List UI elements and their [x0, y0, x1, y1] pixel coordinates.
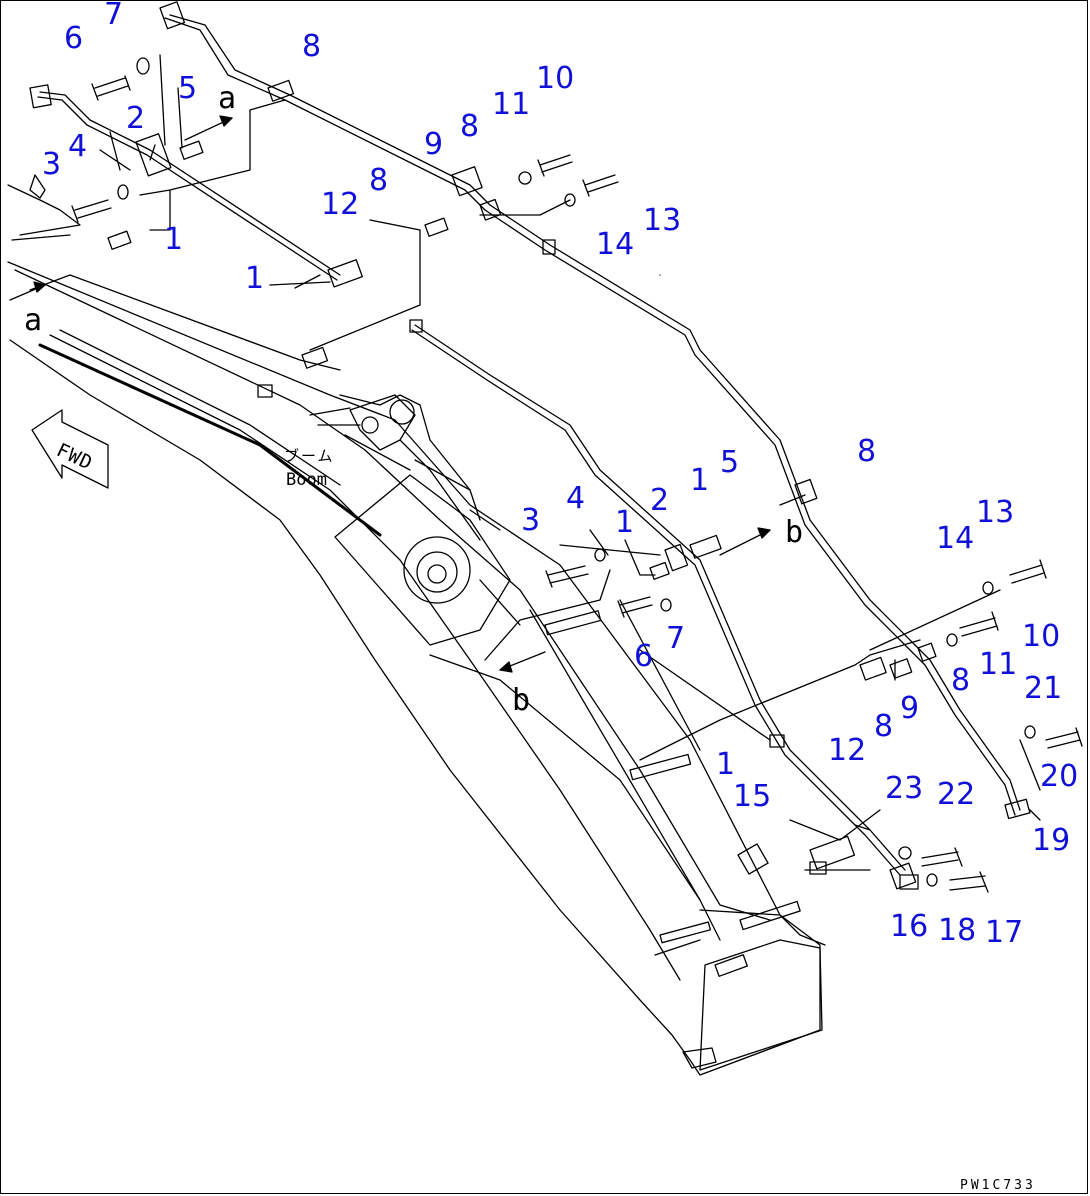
part-label-13: 13	[976, 495, 1015, 530]
drawing-code: PW1C733	[960, 1178, 1036, 1193]
hydraulic-tube-upper	[159, 1, 1031, 820]
view-marker-a: a	[218, 81, 237, 116]
part-label-7: 7	[666, 621, 686, 656]
part-label-13: 13	[643, 203, 682, 238]
part-label-7: 7	[104, 0, 124, 32]
view-marker-a: a	[24, 303, 43, 338]
part-label-20: 20	[1040, 759, 1079, 794]
part-label-3: 3	[42, 147, 62, 182]
boom-body	[7, 261, 826, 1076]
clamp-assemblies	[71, 54, 1083, 893]
part-label-8: 8	[857, 434, 877, 469]
part-label-10: 10	[536, 61, 575, 96]
part-label-1: 1	[245, 261, 265, 296]
part-label-19: 19	[1032, 823, 1071, 858]
part-label-6: 6	[634, 639, 654, 674]
part-label-15: 15	[733, 779, 772, 814]
part-label-1: 1	[615, 505, 635, 540]
part-label-1: 1	[716, 747, 736, 782]
part-label-4: 4	[68, 129, 88, 164]
part-label-5: 5	[720, 445, 740, 480]
hydraulic-tube-lower	[29, 84, 917, 890]
component-label-jp: ブーム	[284, 447, 335, 465]
part-label-16: 16	[890, 909, 929, 944]
view-arrows	[9, 115, 771, 673]
part-label-8: 8	[874, 709, 894, 744]
part-label-3: 3	[521, 503, 541, 538]
fwd-arrow-outline	[31, 409, 109, 489]
part-label-18: 18	[938, 913, 977, 948]
part-label-8: 8	[369, 163, 389, 198]
part-label-9: 9	[900, 691, 920, 726]
part-label-6: 6	[64, 21, 84, 56]
part-label-12: 12	[828, 733, 867, 768]
part-label-8: 8	[302, 29, 322, 64]
part-label-22: 22	[937, 777, 976, 812]
part-label-21: 21	[1024, 671, 1063, 706]
component-label-en: Boom	[286, 470, 327, 490]
part-label-14: 14	[936, 521, 975, 556]
part-label-8: 8	[460, 109, 480, 144]
part-label-2: 2	[126, 101, 146, 136]
grease-line	[7, 174, 341, 371]
part-label-10: 10	[1022, 619, 1061, 654]
part-label-5: 5	[178, 71, 198, 106]
part-label-12: 12	[321, 187, 360, 222]
part-label-1: 1	[690, 463, 710, 498]
part-label-14: 14	[596, 227, 635, 262]
part-label-2: 2	[650, 483, 670, 518]
part-label-17: 17	[985, 915, 1024, 950]
part-label-9: 9	[424, 127, 444, 162]
part-label-23: 23	[885, 771, 924, 806]
part-label-1: 1	[164, 222, 184, 257]
part-label-4: 4	[566, 481, 586, 516]
part-label-11: 11	[492, 87, 531, 122]
part-label-11: 11	[979, 647, 1018, 682]
part-label-8: 8	[951, 663, 971, 698]
view-marker-b: b	[512, 683, 531, 718]
view-marker-b: b	[785, 515, 804, 550]
